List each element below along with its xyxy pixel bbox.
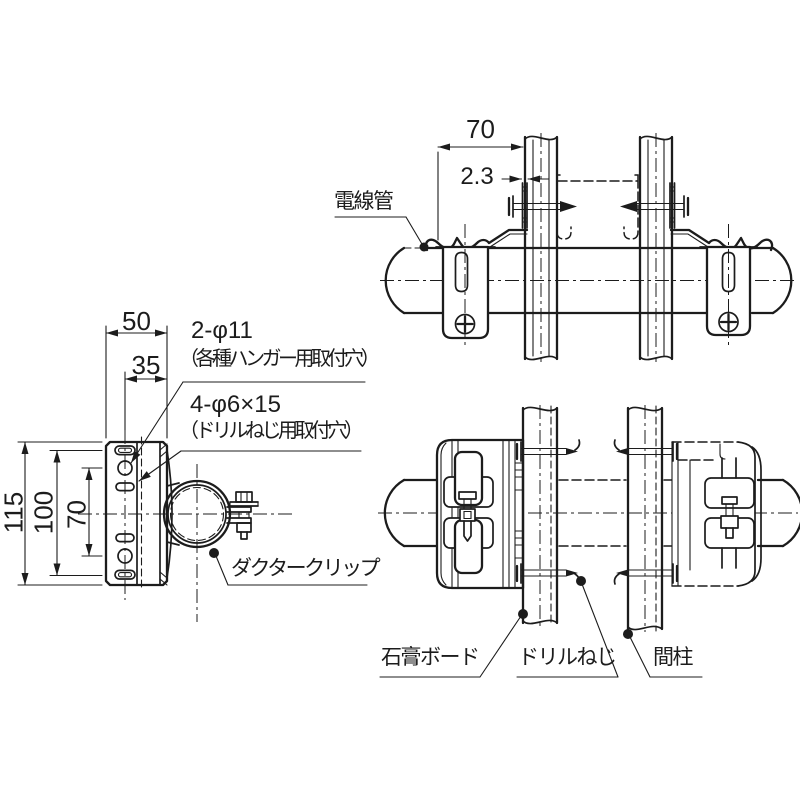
- drill-screw-bottom-left: [517, 564, 580, 584]
- plan-view: [335, 133, 798, 362]
- front-clip-bolt: [459, 492, 476, 541]
- dim-outer-slot-pitch: 100: [28, 490, 59, 535]
- label-conduit: 電線管: [334, 190, 394, 213]
- stud-leader-dot: [623, 629, 633, 639]
- dim-round-hole-pitch: 70: [61, 500, 92, 529]
- stud-channel-profile: [557, 175, 638, 239]
- side-view: [18, 326, 367, 622]
- front-pipe: [385, 480, 800, 546]
- plan-stud-right: [640, 133, 672, 362]
- bracket-plate: [106, 437, 172, 590]
- hanger-bracket-left: [426, 230, 527, 250]
- dim-plate-height: 115: [0, 491, 29, 534]
- label-duct-clip: ダクタークリップ: [231, 557, 381, 580]
- drill-screw-top-right: [615, 440, 678, 461]
- front-stud-left: [523, 405, 557, 626]
- front-view: [378, 405, 800, 677]
- label-drill-screw: ドリルねじ: [518, 646, 617, 669]
- front-bracket: [437, 440, 523, 588]
- plan-clip-left: [436, 224, 495, 348]
- dim-clip-offset: 70: [466, 114, 495, 144]
- dim-flange-thickness: 2.3: [460, 163, 494, 190]
- note-hanger-holes-size: 2-φ11: [191, 317, 253, 344]
- duct-clip-ring: [164, 481, 258, 547]
- note-screw-holes-size: 4-φ6×15: [190, 391, 281, 418]
- board-leader-dot: [518, 609, 528, 619]
- clip-bolt: [230, 492, 258, 539]
- plan-clip-right: [700, 224, 757, 345]
- conduit-pipe: [386, 248, 792, 313]
- note-hanger-holes-desc: （各種ハンガー用取付穴）: [179, 348, 381, 370]
- drill-screw-top-left: [517, 440, 580, 461]
- plan-dimensions: [438, 143, 549, 240]
- front-leaders: [380, 576, 702, 677]
- conduit-leader: [335, 217, 429, 252]
- clip-strap-lower: [455, 520, 482, 573]
- clip-leader-dot: [209, 548, 219, 558]
- side-leaders: [131, 382, 367, 585]
- screw-leader-dot: [576, 576, 586, 586]
- front-bracket-right: [672, 442, 761, 586]
- plan-stud-left: [525, 133, 557, 362]
- side-dimensions: [18, 326, 167, 585]
- drill-screw-bottom-right: [615, 564, 678, 584]
- plan-screw-right: [620, 183, 688, 228]
- dim-hole-offset: 35: [131, 350, 161, 380]
- front-stud-right: [628, 405, 662, 632]
- plan-screw-left: [509, 183, 577, 228]
- mounting-holes: [115, 446, 135, 579]
- dim-plate-width: 50: [122, 306, 151, 336]
- label-gypsum-board: 石膏ボード: [381, 646, 480, 669]
- hanger-bracket-right: [671, 230, 772, 250]
- side-centerlines: [78, 430, 293, 622]
- label-stud: 間柱: [653, 646, 694, 669]
- note-screw-holes-desc: （ドリルねじ用取付穴）: [179, 420, 364, 442]
